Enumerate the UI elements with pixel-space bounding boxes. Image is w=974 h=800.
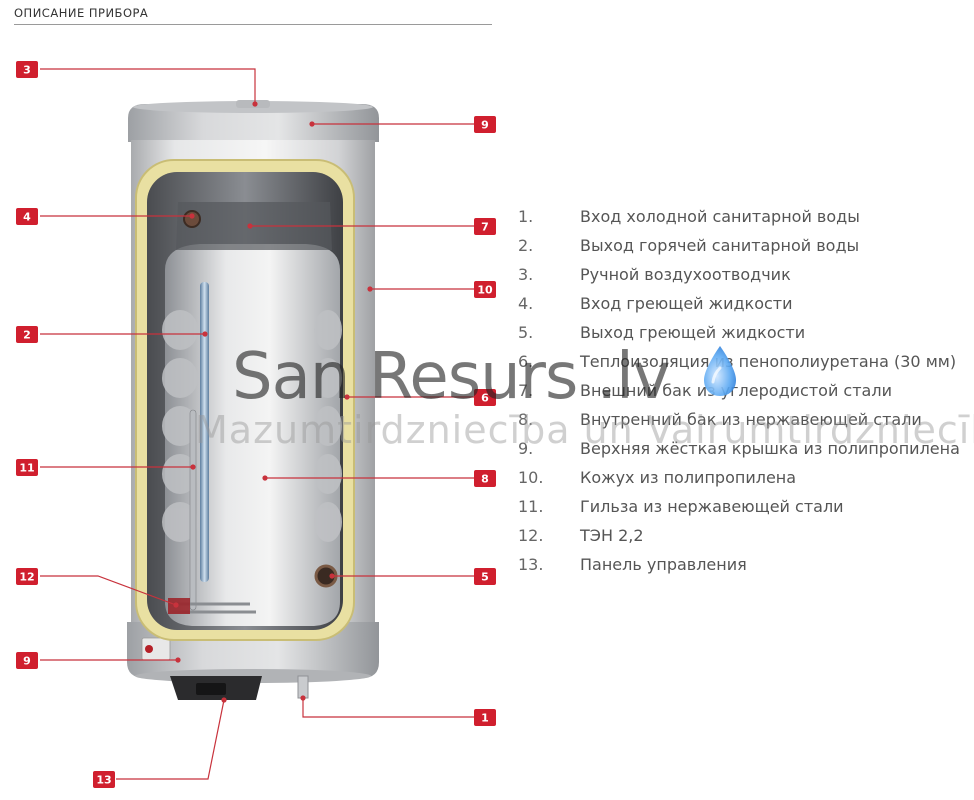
callout-badge: 12 [16, 568, 38, 585]
legend-item: 2. Выход горячей санитарной воды [518, 231, 960, 260]
legend-number: 6. [518, 352, 534, 371]
legend-text: Верхняя жёсткая крышка из полипропилена [580, 439, 960, 458]
legend-text: ТЭН 2,2 [580, 526, 644, 545]
callout-badge: 11 [16, 459, 38, 476]
legend-item: 13. Панель управления [518, 550, 960, 579]
legend-item: 9. Верхняя жёсткая крышка из полипропилен… [518, 434, 960, 463]
parts-legend: 1. Вход холодной санитарной воды 2. Выход … [518, 202, 960, 579]
legend-item: 8. Внутренний бак из нержавеющей стали [518, 405, 960, 434]
callout-label: 7 [481, 221, 489, 234]
legend-number: 12. [518, 526, 544, 545]
callout-label: 9 [481, 119, 489, 132]
legend-item: 4. Вход греющей жидкости [518, 289, 960, 318]
callout-label: 11 [19, 462, 34, 475]
legend-number: 8. [518, 410, 534, 429]
legend-text: Внутренний бак из нержавеющей стали [580, 410, 922, 429]
callout-label: 6 [481, 392, 489, 405]
callout-badge: 7 [474, 218, 496, 235]
callout-label: 2 [23, 329, 31, 342]
legend-item: 12. ТЭН 2,2 [518, 521, 960, 550]
callout-badge: 13 [93, 771, 115, 788]
callout-badge: 6 [474, 389, 496, 406]
legend-number: 5. [518, 323, 534, 342]
callout-label: 8 [481, 473, 489, 486]
callout-label: 4 [23, 211, 31, 224]
legend-text: Вход греющей жидкости [580, 294, 793, 313]
callout-badge: 1 [474, 709, 496, 726]
callout-badge: 8 [474, 470, 496, 487]
callout-label: 5 [481, 571, 489, 584]
legend-text: Гильза из нержавеющей стали [580, 497, 844, 516]
legend-text: Ручной воздухоотводчик [580, 265, 791, 284]
callout-badge: 9 [16, 652, 38, 669]
callout-label: 12 [19, 571, 34, 584]
callout-label: 9 [23, 655, 31, 668]
legend-text: Теплоизоляция из пенополиуретана (30 мм) [580, 352, 957, 371]
legend-number: 3. [518, 265, 534, 284]
header-divider [14, 24, 492, 25]
callout-label: 13 [96, 774, 111, 787]
legend-item: 7. Внешний бак из углеродистой стали [518, 376, 960, 405]
legend-number: 9. [518, 439, 534, 458]
callout-badge: 5 [474, 568, 496, 585]
legend-item: 3. Ручной воздухоотводчик [518, 260, 960, 289]
legend-text: Выход греющей жидкости [580, 323, 806, 342]
legend-text: Внешний бак из углеродистой стали [580, 381, 892, 400]
callout-label: 1 [481, 712, 489, 725]
legend-number: 2. [518, 236, 534, 255]
legend-item: 6. Теплоизоляция из пенополиуретана (30 м… [518, 347, 960, 376]
callout-badge: 2 [16, 326, 38, 343]
legend-item: 11. Гильза из нержавеющей стали [518, 492, 960, 521]
legend-number: 11. [518, 497, 544, 516]
callout-badge: 3 [16, 61, 38, 78]
legend-number: 7. [518, 381, 534, 400]
legend-text: Панель управления [580, 555, 747, 574]
page-title: ОПИСАНИЕ ПРИБОРА [14, 6, 149, 20]
water-drop-icon [704, 346, 736, 396]
legend-item: 10. Кожух из полипропилена [518, 463, 960, 492]
callout-badge: 10 [474, 281, 496, 298]
legend-item: 1. Вход холодной санитарной воды [518, 202, 960, 231]
legend-text: Выход горячей санитарной воды [580, 236, 860, 255]
legend-number: 1. [518, 207, 534, 226]
callout-label: 10 [477, 284, 493, 297]
legend-text: Кожух из полипропилена [580, 468, 797, 487]
legend-number: 4. [518, 294, 534, 313]
callout-label: 3 [23, 64, 31, 77]
legend-item: 5. Выход греющей жидкости [518, 318, 960, 347]
callout-badge: 9 [474, 116, 496, 133]
legend-text: Вход холодной санитарной воды [580, 207, 860, 226]
legend-number: 13. [518, 555, 544, 574]
legend-number: 10. [518, 468, 544, 487]
callout-badge: 4 [16, 208, 38, 225]
